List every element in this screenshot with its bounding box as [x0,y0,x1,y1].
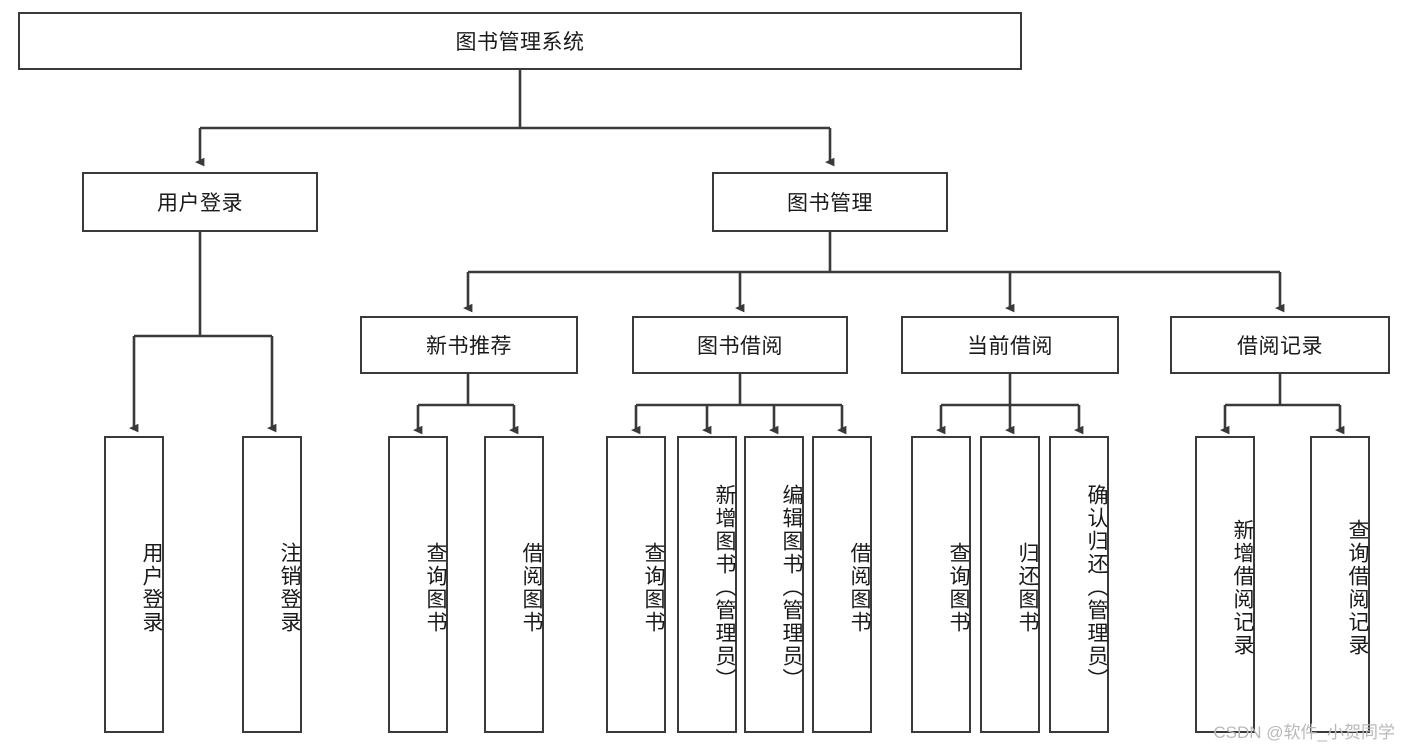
leaf-add-borrow-record-label: 新增借阅记录 [1231,518,1254,657]
leaf-query-borrow-record[interactable]: 查询借阅记录 [1310,436,1370,733]
leaf-borrow-book-borrow[interactable]: 借阅图书 [812,436,872,733]
leaf-query-book-borrow[interactable]: 查询图书 [606,436,666,733]
node-borrow-records-label: 借阅记录 [1237,335,1323,358]
node-borrow-records[interactable]: 借阅记录 [1170,316,1390,374]
node-book-management-label: 图书管理 [787,192,873,215]
node-new-book-recommend-label: 新书推荐 [426,335,512,358]
leaf-query-book-current[interactable]: 查询图书 [911,436,971,733]
leaf-add-borrow-record[interactable]: 新增借阅记录 [1195,436,1255,733]
leaf-borrow-book-newbook-label: 借阅图书 [520,541,543,634]
node-book-management[interactable]: 图书管理 [712,172,948,232]
leaf-confirm-return-admin[interactable]: 确认归还（管理员） [1049,436,1109,733]
leaf-edit-book-admin[interactable]: 编辑图书（管理员） [744,436,804,733]
leaf-query-book-current-label: 查询图书 [947,541,970,634]
leaf-return-book-label: 归还图书 [1016,541,1039,634]
node-new-book-recommend[interactable]: 新书推荐 [360,316,578,374]
leaf-confirm-return-admin-label: 确认归还（管理员） [1085,484,1108,691]
leaf-logout-label: 注销登录 [278,541,301,634]
leaf-add-book-admin[interactable]: 新增图书（管理员） [677,436,737,733]
leaf-return-book[interactable]: 归还图书 [980,436,1040,733]
leaf-logout[interactable]: 注销登录 [242,436,302,733]
node-user-login[interactable]: 用户登录 [82,172,318,232]
leaf-user-login-label: 用户登录 [140,541,163,634]
node-current-borrow-label: 当前借阅 [967,335,1053,358]
leaf-query-book-newbook[interactable]: 查询图书 [388,436,448,733]
leaf-user-login[interactable]: 用户登录 [104,436,164,733]
leaf-borrow-book-newbook[interactable]: 借阅图书 [484,436,544,733]
node-root[interactable]: 图书管理系统 [18,12,1022,70]
leaf-query-borrow-record-label: 查询借阅记录 [1346,518,1369,657]
leaf-query-book-borrow-label: 查询图书 [642,541,665,634]
leaf-query-book-newbook-label: 查询图书 [424,541,447,634]
node-book-borrow-label: 图书借阅 [697,335,783,358]
node-book-borrow[interactable]: 图书借阅 [632,316,848,374]
leaf-add-book-admin-label: 新增图书（管理员） [713,484,736,691]
node-current-borrow[interactable]: 当前借阅 [901,316,1119,374]
watermark: CSDN @软件_小贺同学 [1213,723,1395,742]
node-root-label: 图书管理系统 [455,31,585,54]
leaf-edit-book-admin-label: 编辑图书（管理员） [780,484,803,691]
node-user-login-label: 用户登录 [157,192,243,215]
leaf-borrow-book-borrow-label: 借阅图书 [848,541,871,634]
